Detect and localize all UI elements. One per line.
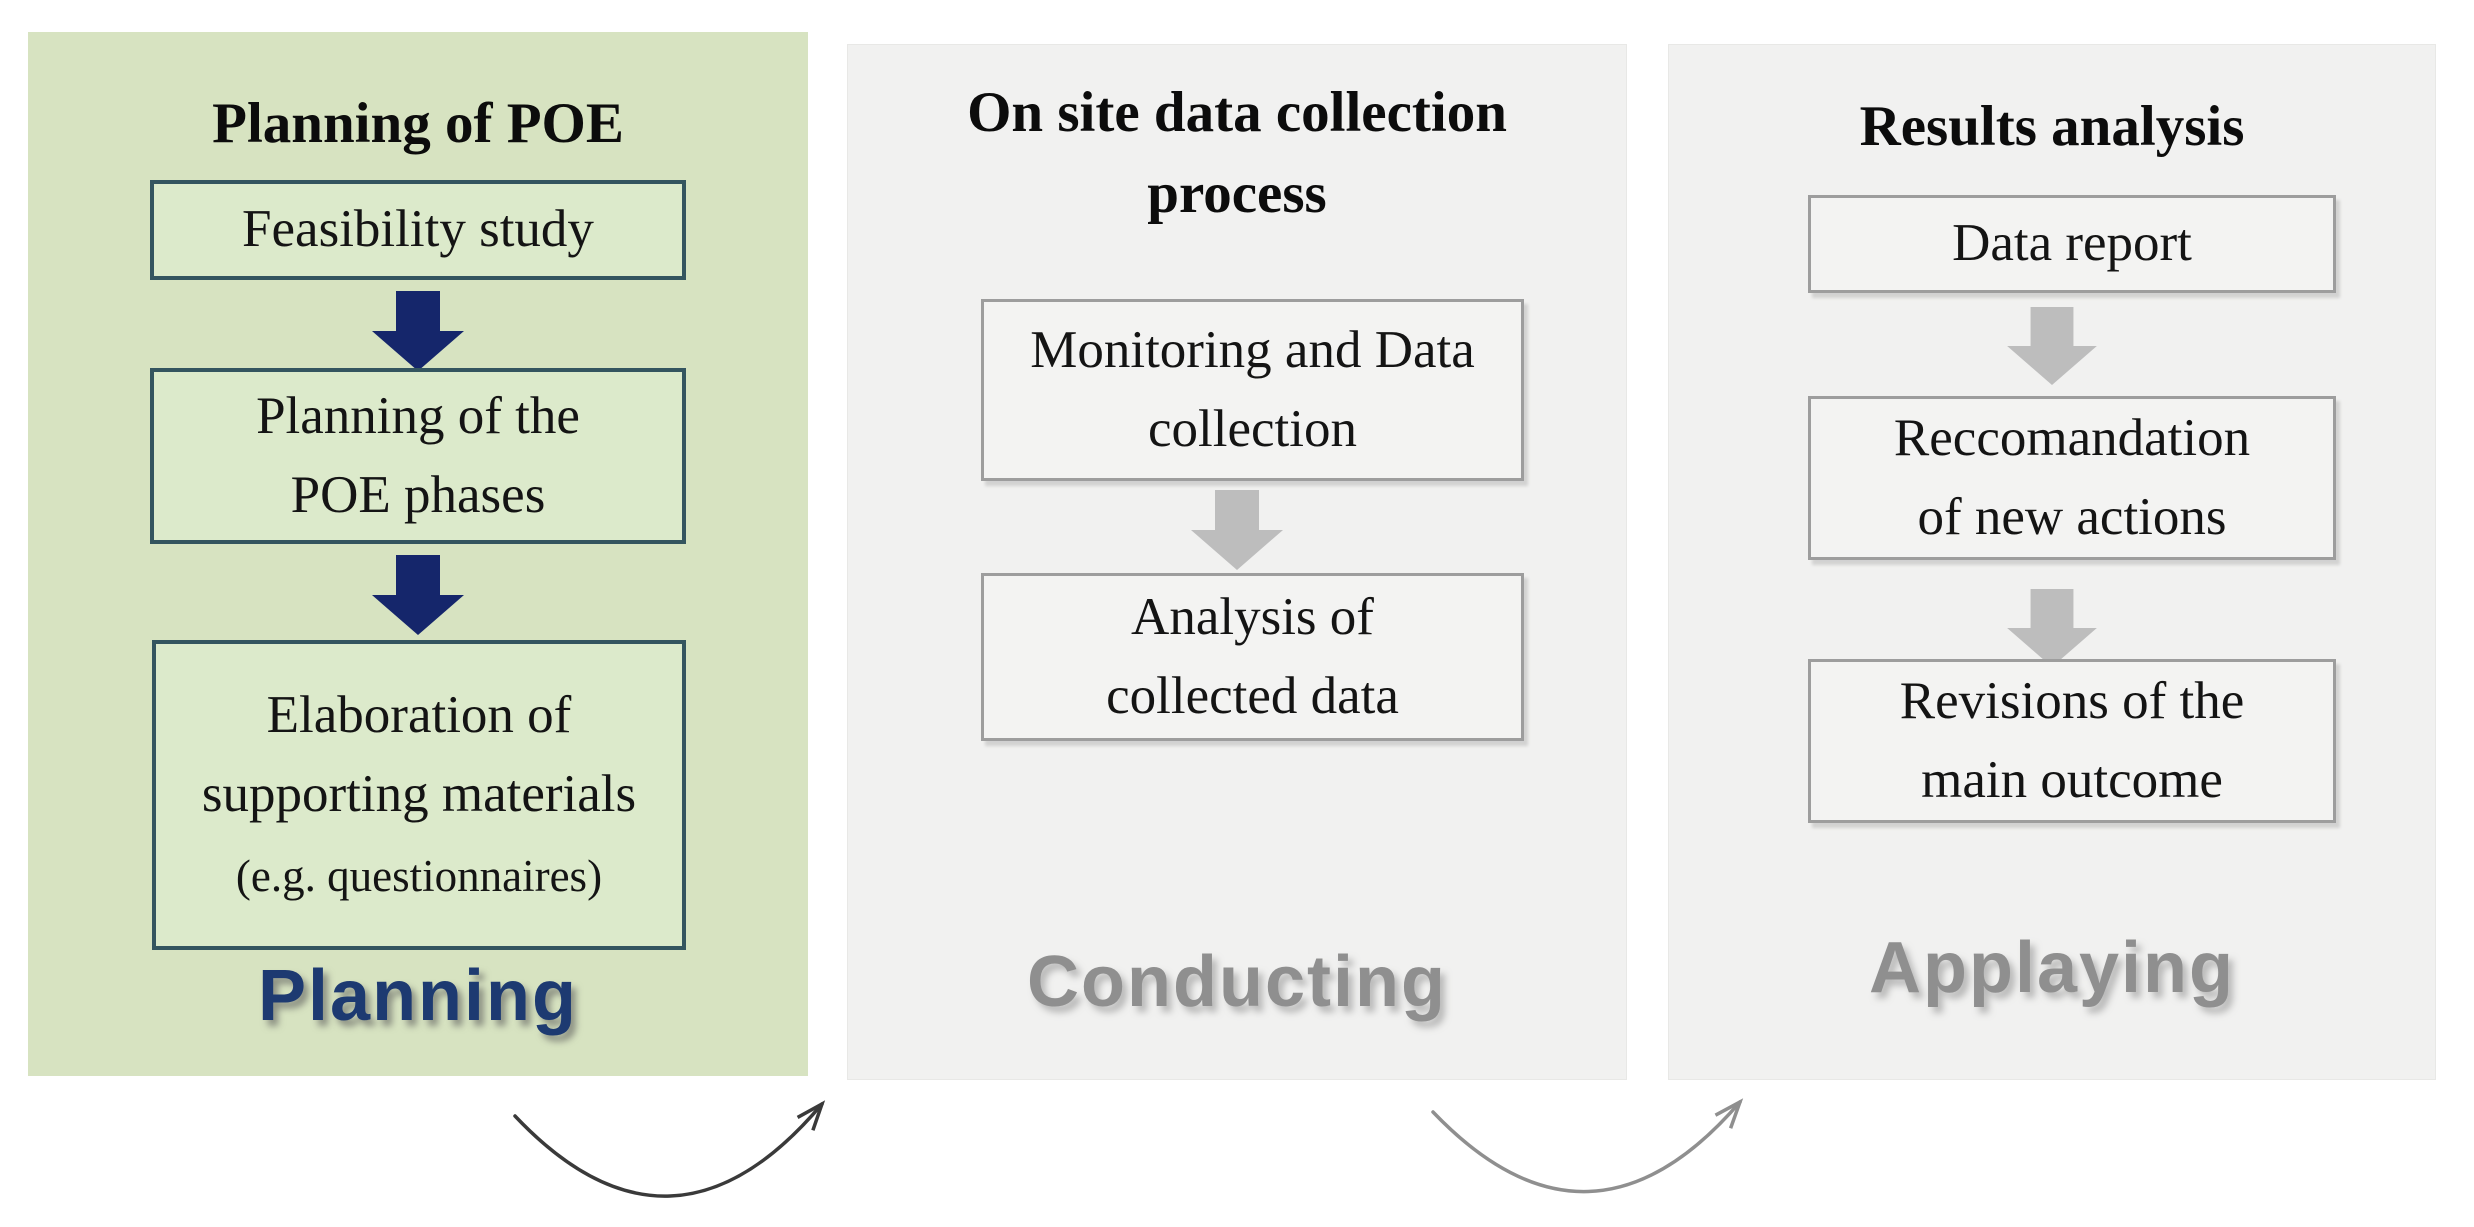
box-planning-poe-phases: Planning of the POE phases: [150, 368, 686, 544]
down-arrow-icon: [372, 555, 464, 635]
box-recommendation-new-actions: Reccomandation of new actions: [1808, 396, 2336, 560]
box-supporting-materials-main: Elaboration of supporting materials: [201, 685, 637, 824]
box-analysis-collected-data: Analysis of collected data: [981, 573, 1524, 741]
box-data-report: Data report: [1808, 195, 2336, 293]
box-revisions-main-outcome-label: Revisions of the main outcome: [1899, 671, 2245, 810]
box-recommendation-new-actions-label: Reccomandation of new actions: [1893, 408, 2251, 547]
panel-planning-title: Planning of POE: [212, 92, 624, 155]
box-supporting-materials-note: (e.g. questionnaires): [235, 850, 603, 901]
box-analysis-collected-data-label: Analysis of collected data: [1106, 587, 1399, 726]
down-arrow-icon: [1191, 490, 1283, 570]
applying-phase-label: Applaying: [1868, 928, 2235, 1008]
box-feasibility-study-label: Feasibility study: [242, 200, 594, 259]
box-revisions-main-outcome: Revisions of the main outcome: [1808, 659, 2336, 823]
box-planning-poe-phases-label: Planning of the POE phases: [256, 386, 580, 525]
box-monitoring-data-collection: Monitoring and Data collection: [981, 299, 1524, 481]
box-supporting-materials-label: Elaboration of supporting materials (e.g…: [194, 676, 644, 915]
box-supporting-materials: Elaboration of supporting materials (e.g…: [152, 640, 686, 950]
box-feasibility-study: Feasibility study: [150, 180, 686, 280]
down-arrow-icon: [2007, 307, 2097, 385]
box-data-report-label: Data report: [1952, 214, 2192, 273]
conducting-phase-label: Conducting: [1027, 942, 1447, 1022]
panel-applying-title: Results analysis: [1859, 95, 2245, 158]
panel-conducting-title: On site data collection process: [848, 73, 1626, 235]
panel-applying: Results analysis Data report Reccomandat…: [1668, 44, 2436, 1080]
curved-arrow-planning-to-conducting: [513, 1100, 826, 1198]
panel-conducting: On site data collection process Monitori…: [847, 44, 1627, 1080]
planning-phase-label: Planning: [258, 956, 578, 1036]
panel-planning: Planning of POE Feasibility study Planni…: [28, 32, 808, 1076]
panel-conducting-title-text: On site data collection process: [967, 81, 1507, 225]
down-arrow-icon: [372, 291, 464, 371]
down-arrow-icon: [2007, 589, 2097, 667]
curved-arrow-conducting-to-applying: [1431, 1098, 1744, 1194]
box-monitoring-data-collection-label: Monitoring and Data collection: [1030, 320, 1475, 459]
